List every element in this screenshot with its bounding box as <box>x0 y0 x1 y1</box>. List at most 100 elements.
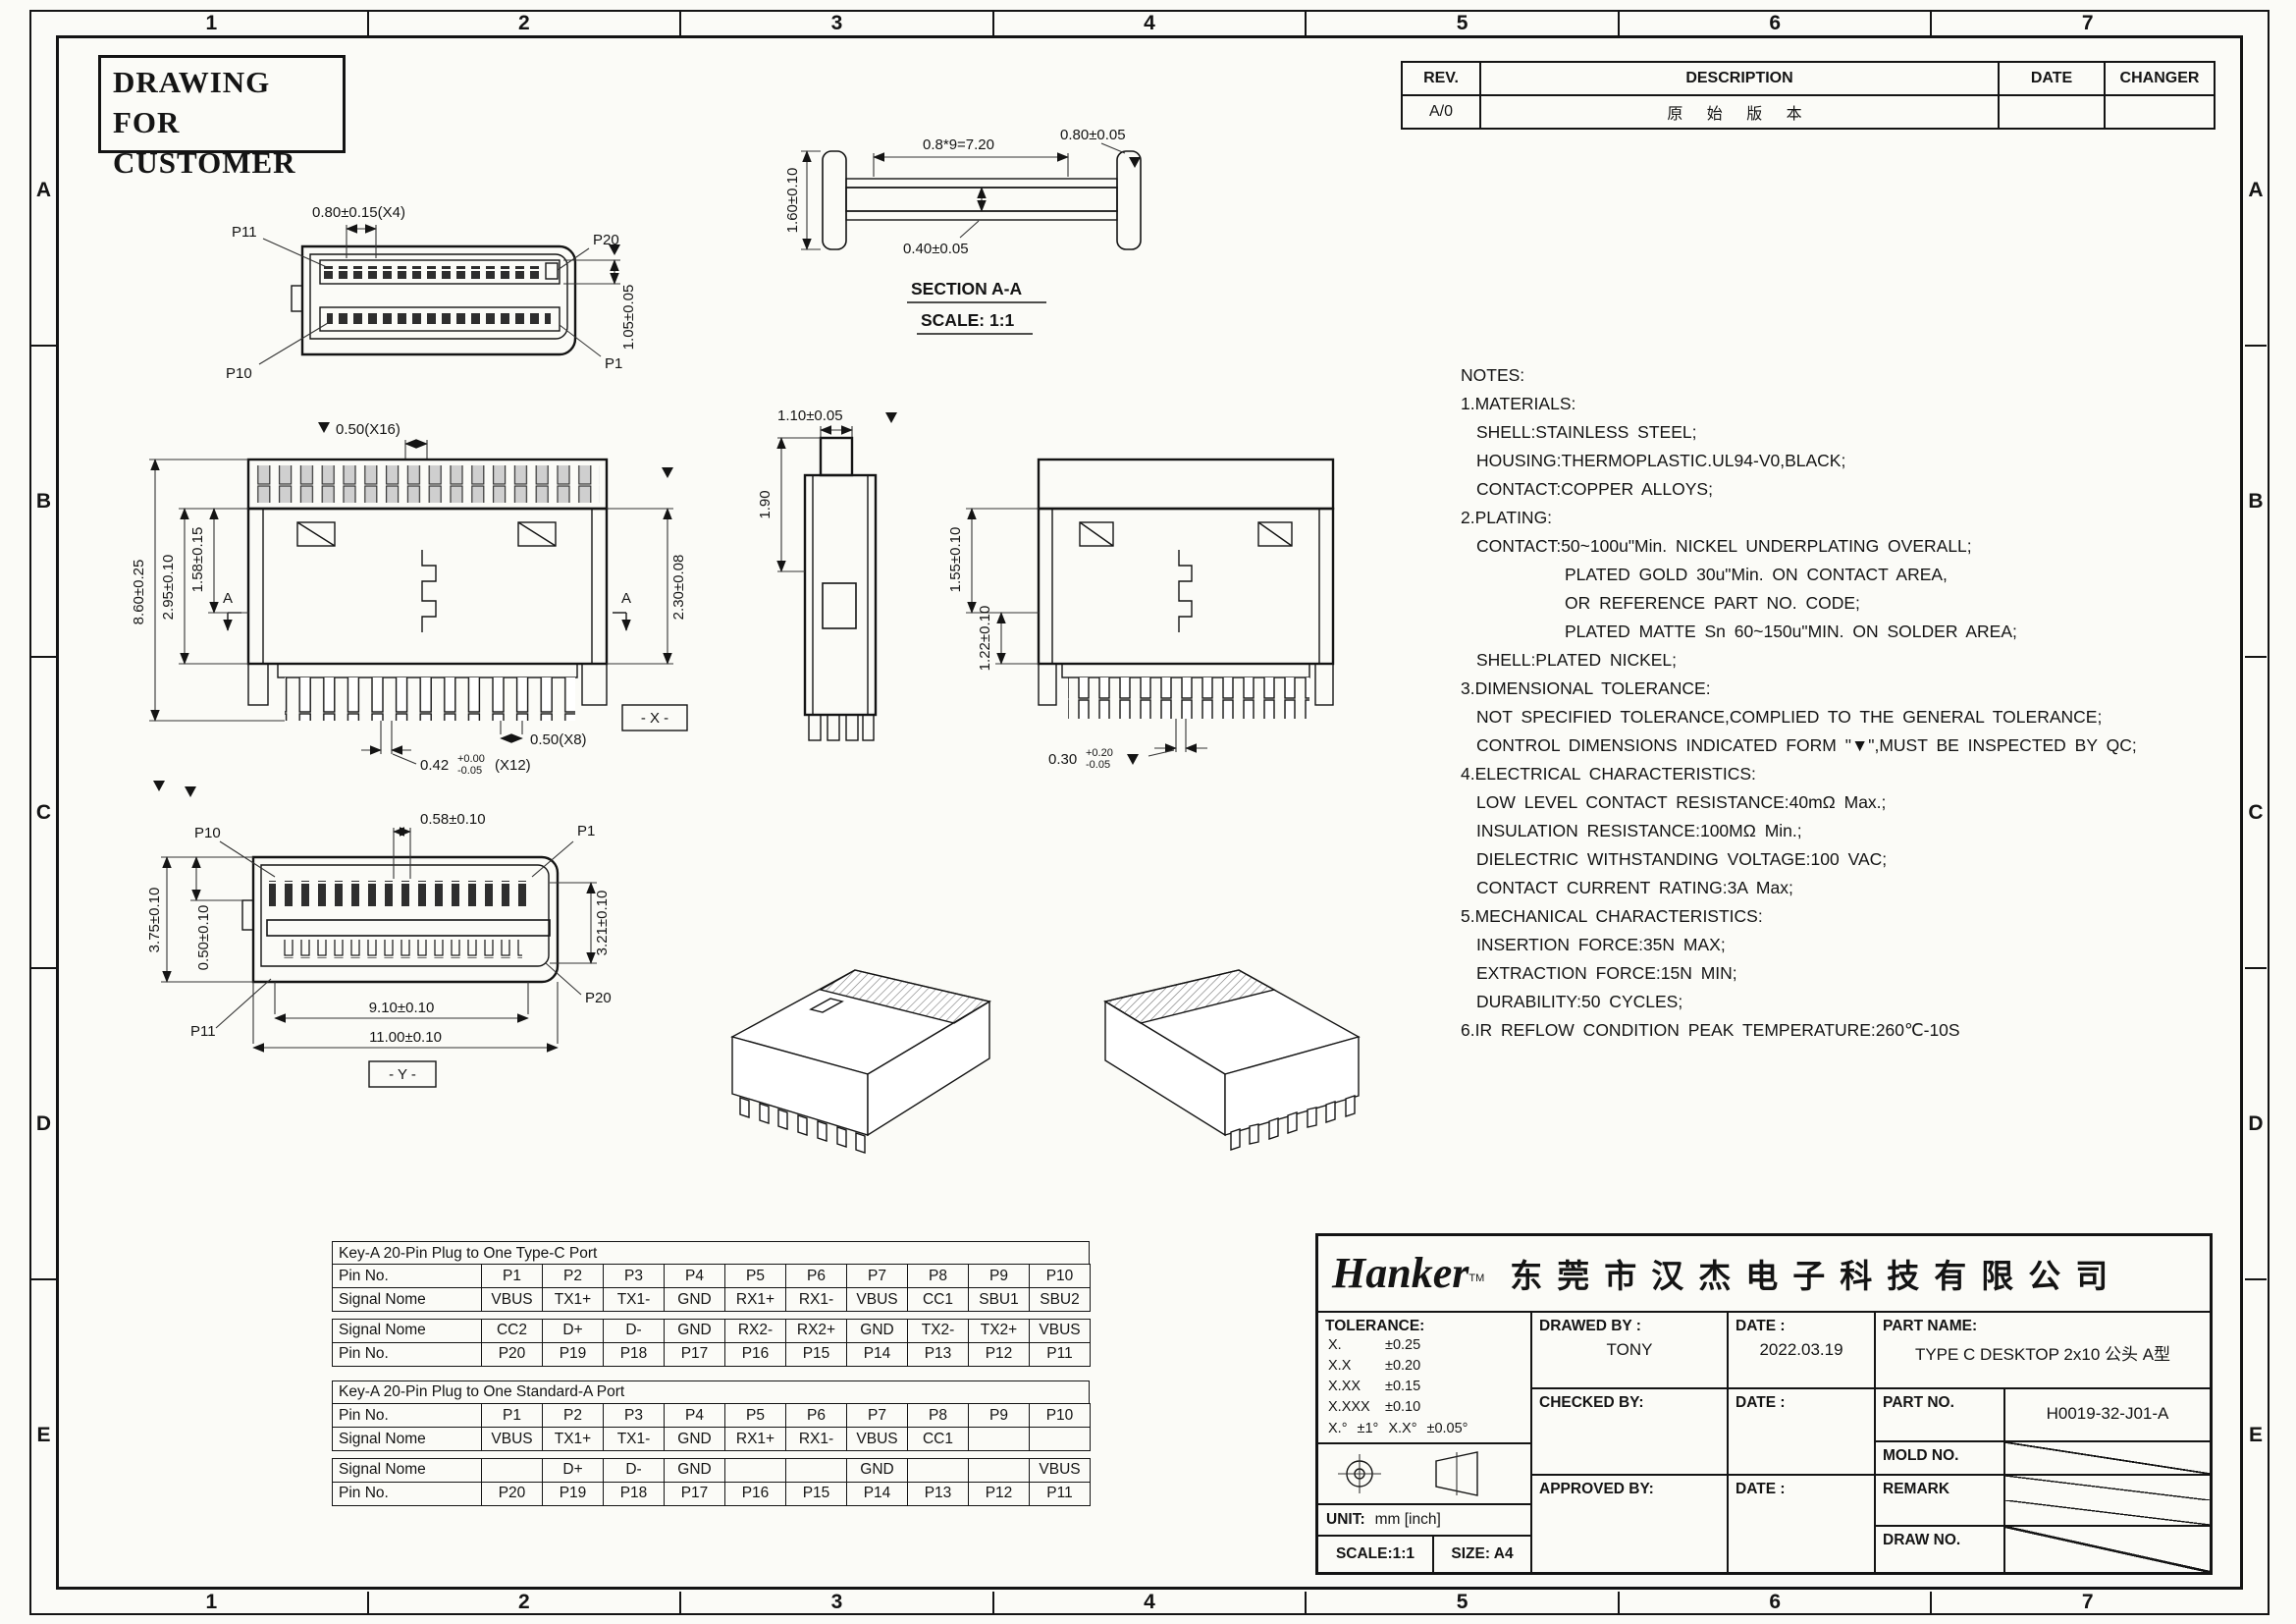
pin-cell: P6 <box>785 1403 847 1429</box>
pin-cell: P4 <box>664 1264 725 1289</box>
datum-y-label: - Y - <box>389 1066 416 1083</box>
grid-row-label: B <box>2245 345 2267 656</box>
signal-cell <box>724 1457 786 1483</box>
dim-label: 1.22±0.10 <box>977 606 993 672</box>
signal-cell: D+ <box>542 1318 604 1343</box>
signal-cell: VBUS <box>846 1427 908 1452</box>
section-arrow-label: A <box>223 590 233 607</box>
pin-label-p20: P20 <box>585 990 612 1006</box>
note-line: 4.ELECTRICAL CHARACTERISTICS: <box>1461 764 1756 784</box>
signal-cell: CC2 <box>481 1318 543 1343</box>
pin-label-p11: P11 <box>190 1023 216 1040</box>
pin-cell: P11 <box>1029 1341 1091 1367</box>
tolerance-row: X.XXX ±0.10 <box>1318 1397 1530 1418</box>
part-name-value: TYPE C DESKTOP 2x10 公头 A型 <box>1914 1345 2171 1364</box>
pin-cell: P10 <box>1029 1264 1091 1289</box>
dim-label: 1.55±0.10 <box>947 527 964 593</box>
tol-key: X.X° <box>1388 1421 1417 1436</box>
dim-label: 0.42 <box>420 757 449 774</box>
tol-val: ±0.10 <box>1385 1399 1421 1415</box>
grid-col-label: 3 <box>679 1591 992 1613</box>
pin-cell: P5 <box>724 1403 786 1429</box>
signal-cell: GND <box>846 1318 908 1343</box>
inspection-triangle-icon <box>185 786 196 797</box>
signal-cell: RX1+ <box>724 1427 786 1452</box>
center-key-feature <box>1178 550 1193 632</box>
grid-col-label: 1 <box>205 1591 218 1613</box>
pin-cell: P14 <box>846 1481 908 1506</box>
signal-cell: GND <box>664 1427 725 1452</box>
signal-cell <box>968 1457 1030 1483</box>
pin-cell: P20 <box>481 1481 543 1506</box>
pin-label-p1: P1 <box>605 355 622 372</box>
pin-cell: P1 <box>481 1403 543 1429</box>
unit-cell: UNIT: mm [inch] <box>1318 1505 1532 1537</box>
pin-table-title: Key-A 20-Pin Plug to One Type-C Port <box>332 1241 1090 1266</box>
title-block: HankerTM 东莞市汉杰电子科技有限公司 TOLERANCE: X.±0.2… <box>1315 1233 2213 1575</box>
note-line: EXTRACTION FORCE:15N MIN; <box>1476 963 1737 983</box>
signal-cell: VBUS <box>1029 1457 1091 1483</box>
dim-label: 2.30±0.08 <box>670 555 687 621</box>
pin-cell: P9 <box>968 1403 1030 1429</box>
pin-cell: P3 <box>603 1264 665 1289</box>
grid-col-label: 3 <box>679 12 992 35</box>
contact-strip-row <box>255 465 600 503</box>
tol-val: ±1° <box>1357 1421 1379 1436</box>
signal-cell: RX1+ <box>724 1287 786 1313</box>
note-line: INSERTION FORCE:35N MAX; <box>1476 935 1726 954</box>
note-line: OR REFERENCE PART NO. CODE; <box>1565 593 1860 613</box>
view-section-aa: 0.8*9=7.20 0.80±0.05 1.60±0.10 0.40±0.05… <box>784 127 1142 335</box>
tol-val: ±0.05° <box>1426 1421 1468 1436</box>
pin-label-p10: P10 <box>226 365 252 382</box>
row-label: Pin No. <box>332 1481 482 1506</box>
dim-label: 1.05±0.05 <box>620 285 637 351</box>
pin-label-p10: P10 <box>194 825 221 841</box>
signal-cell: VBUS <box>1029 1318 1091 1343</box>
row-label: Pin No. <box>332 1403 482 1429</box>
pin-cell: P7 <box>846 1264 908 1289</box>
note-line: CONTACT:50~100u"Min. NICKEL UNDERPLATING… <box>1476 536 1972 556</box>
tolerance-angle-row: X.°±1°X.X°±0.05° <box>1318 1418 1530 1439</box>
pin-cell: P2 <box>542 1264 604 1289</box>
sheet-inner-border <box>56 35 2243 1590</box>
dim-tolerance-lower: -0.05 <box>457 765 482 777</box>
approved-by-label: APPROVED BY: <box>1539 1481 1654 1497</box>
grid-row-label: C <box>2245 656 2267 967</box>
revision-table: REV. DESCRIPTION DATE CHANGER A/0 原 始 版 … <box>1401 61 2216 130</box>
rev-value: A/0 <box>1401 94 1481 130</box>
grid-col-label: 1 <box>205 12 218 34</box>
grid-col-label: 5 <box>1305 1591 1618 1613</box>
remark-label-cell: REMARK <box>1876 1476 2005 1527</box>
dim-label: 1.10±0.05 <box>777 407 843 424</box>
tol-val: ±0.20 <box>1385 1358 1421 1374</box>
grid-col-label: 2 <box>366 12 680 35</box>
mold-no-value-cell <box>2005 1442 2210 1476</box>
note-line: CONTROL DIMENSIONS INDICATED FORM "▼",MU… <box>1476 735 2137 755</box>
signal-cell: TX1- <box>603 1427 665 1452</box>
dim-label: 1.58±0.15 <box>189 527 206 593</box>
row-label: Pin No. <box>332 1264 482 1289</box>
sheet-title-line1: DRAWING FOR <box>113 65 271 139</box>
signal-cell: D- <box>603 1457 665 1483</box>
dim-tolerance-upper: +0.20 <box>1086 747 1113 759</box>
dim-label: 11.00±0.10 <box>369 1029 442 1046</box>
drawed-by-value: TONY <box>1606 1340 1653 1359</box>
note-line: NOT SPECIFIED TOLERANCE,COMPLIED TO THE … <box>1476 707 2103 727</box>
tol-key: X.XXX <box>1328 1399 1370 1415</box>
note-line: DURABILITY:50 CYCLES; <box>1476 992 1683 1011</box>
draw-no-label: DRAW NO. <box>1883 1532 1961 1548</box>
pin-cell: P2 <box>542 1403 604 1429</box>
grid-col-label: 6 <box>1617 12 1931 35</box>
inspection-triangle-icon <box>153 781 165 791</box>
grid-row-label: E <box>2245 1278 2267 1590</box>
dim-label: 0.40±0.05 <box>903 241 969 257</box>
notes-block: NOTES: 1.MATERIALS: SHELL:STAINLESS STEE… <box>1461 361 2137 1045</box>
